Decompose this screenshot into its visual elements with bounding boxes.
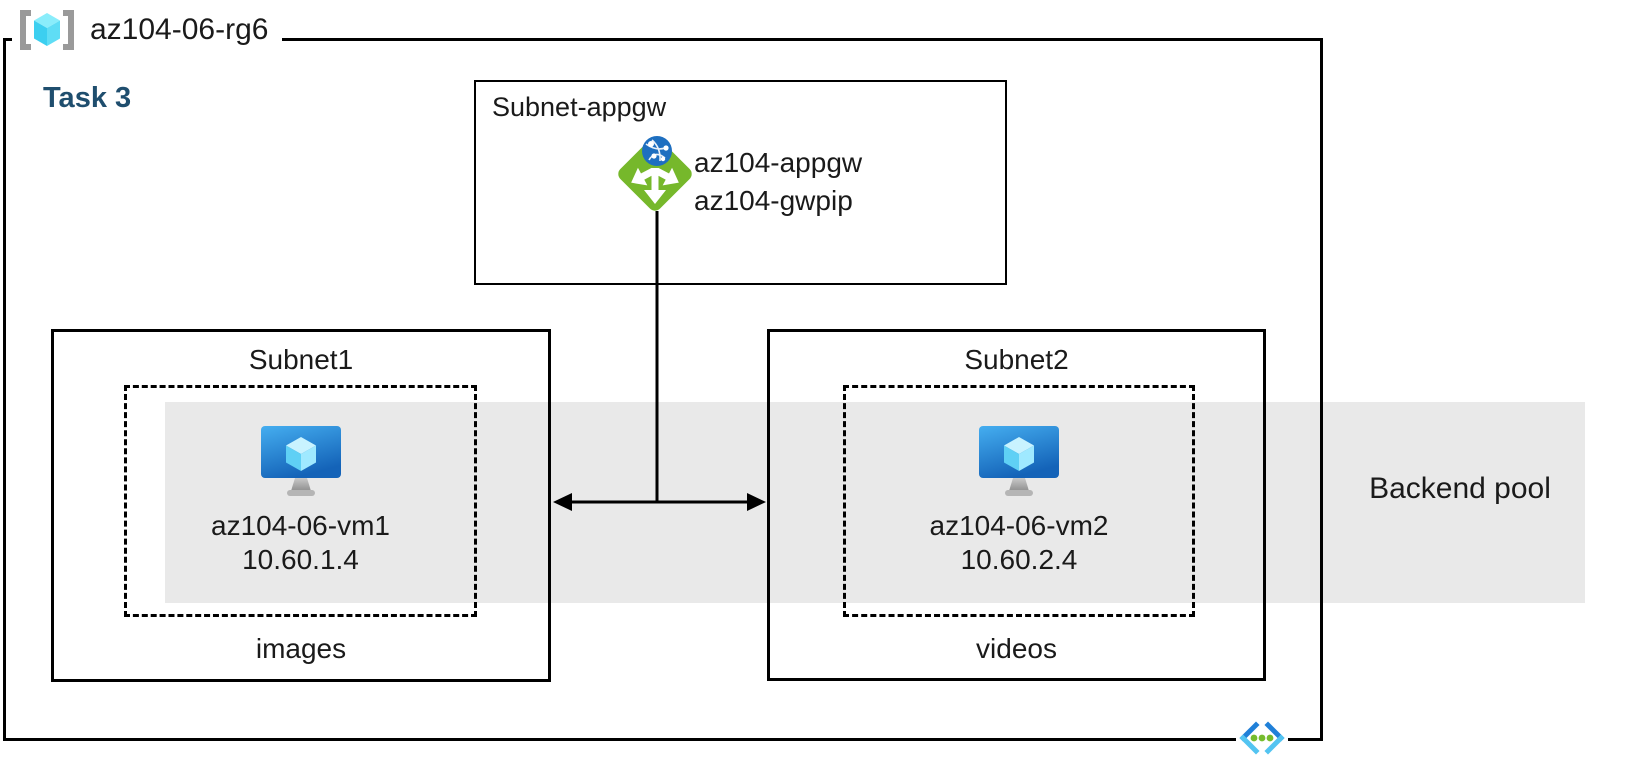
appgw-subnet-label: Subnet-appgw: [492, 92, 667, 122]
vm2-name: az104-06-vm2: [929, 510, 1109, 541]
vm1-name: az104-06-vm1: [211, 510, 390, 541]
resource-group-header: az104-06-rg6: [12, 5, 283, 55]
vm1-ip: 10.60.1.4: [242, 544, 359, 575]
appgw-name: az104-appgw: [694, 147, 863, 178]
appgw-public-ip-name: az104-gwpip: [694, 185, 853, 216]
subnet2-caption: videos: [976, 633, 1057, 664]
resource-group-box: [3, 38, 1323, 741]
subnet2-label: Subnet2: [964, 344, 1069, 375]
vm1-group-box: az104-06-vm1 10.60.1.4: [124, 385, 477, 617]
backend-pool-label: Backend pool: [1369, 472, 1551, 505]
task-label: Task 3: [43, 82, 132, 114]
subnet1-caption: images: [255, 633, 347, 664]
resource-group-icon: [18, 9, 76, 51]
subnet1-label: Subnet1: [248, 344, 354, 375]
virtual-machine-icon-1: [260, 425, 342, 497]
subnet2-box: Subnet2: [767, 329, 1266, 681]
appgw-subnet-box: Subnet-appgw: [474, 80, 1007, 285]
virtual-network-icon: [1236, 721, 1288, 755]
virtual-machine-icon-2: [978, 425, 1060, 497]
vm2-group-box: az104-06-vm2 10.60.2.4: [843, 385, 1195, 617]
vm2-ip: 10.60.2.4: [960, 544, 1078, 575]
backend-pool-band: [165, 402, 1585, 603]
subnet1-box: Subnet1: [51, 329, 551, 682]
resource-group-name: az104-06-rg6: [90, 13, 269, 46]
appgw-names: az104-appgw az104-gwpip: [694, 144, 862, 220]
application-gateway-icon: [611, 130, 699, 218]
